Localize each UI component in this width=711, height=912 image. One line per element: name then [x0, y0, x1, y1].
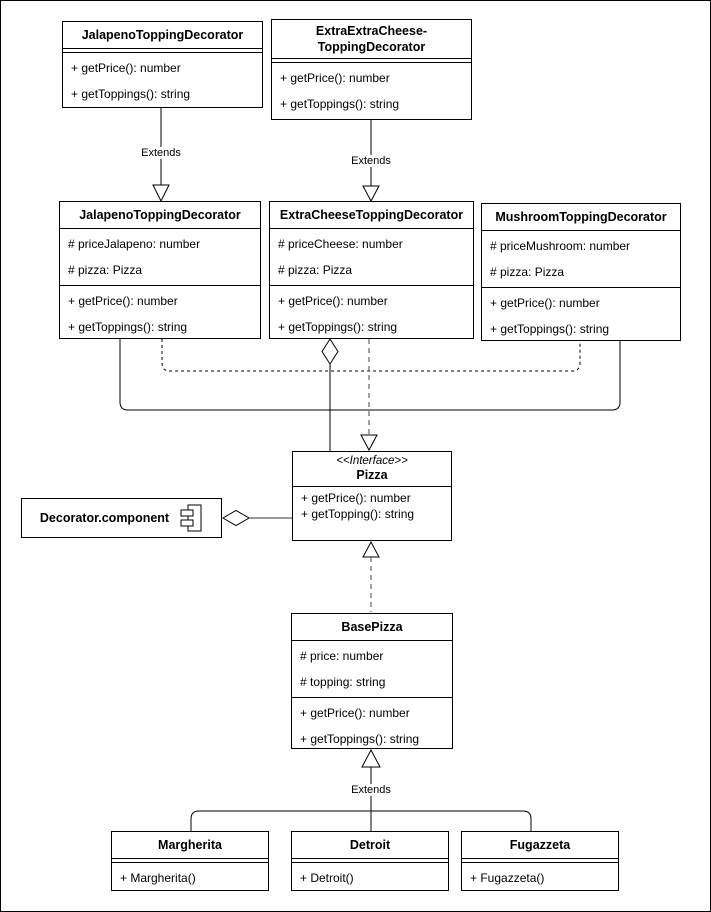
method: + getPrice(): number	[300, 706, 410, 720]
component-decorator-component: Decorator.component	[21, 498, 222, 538]
method: + getPrice(): number	[278, 294, 388, 308]
empty-attributes-separator	[462, 859, 618, 863]
interface-title: <<Interface>> Pizza	[293, 452, 451, 487]
method: + getPrice(): number	[301, 491, 411, 505]
method: + getToppings(): string	[490, 322, 610, 336]
class-title: BasePizza	[292, 614, 452, 641]
class-title-line1: ExtraExtraCheese-	[315, 24, 428, 38]
methods-compartment: + getPrice(): number + getToppings(): st…	[272, 63, 471, 119]
method: + Margherita()	[120, 871, 196, 885]
methods-compartment: + getPrice(): number + getToppings(): st…	[482, 288, 680, 344]
class-title: Detroit	[292, 832, 448, 859]
method: + getPrice(): number	[71, 61, 181, 75]
class-mushroom-topping-decorator: MushroomToppingDecorator # priceMushroom…	[481, 203, 681, 341]
uml-component-icon	[180, 504, 202, 532]
class-title: Margherita	[112, 832, 268, 859]
inheritance-triangle-left	[152, 184, 170, 203]
method: + getToppings(): string	[278, 320, 398, 334]
empty-attributes-separator	[292, 859, 448, 863]
methods-compartment: + Detroit()	[292, 863, 448, 893]
class-title: ExtraExtraCheese- ToppingDecorator	[272, 20, 471, 59]
methods-compartment: + getPrice(): number + getToppings(): st…	[292, 698, 452, 754]
attribute: # pizza: Pizza	[278, 263, 353, 277]
aggregation-bus-solid	[119, 339, 621, 411]
empty-attributes-separator	[112, 859, 268, 863]
method: + Fugazzeta()	[470, 871, 545, 885]
interface-stereotype: <<Interface>>	[336, 455, 408, 467]
attribute: # price: number	[300, 649, 384, 663]
empty-attributes-separator	[63, 49, 262, 53]
class-extra-extra-cheese-topping-decorator: ExtraExtraCheese- ToppingDecorator + get…	[271, 19, 472, 120]
method: + getPrice(): number	[68, 294, 178, 308]
extends-label-left: Extends	[138, 147, 184, 159]
method: + getToppings(): string	[71, 87, 191, 101]
attribute: # pizza: Pizza	[68, 263, 143, 277]
interface-pizza: <<Interface>> Pizza + getPrice(): number…	[292, 451, 452, 541]
class-jalapeno-topping-decorator-top: JalapenoToppingDecorator + getPrice(): n…	[62, 21, 263, 108]
extends-label-bottom: Extends	[348, 784, 394, 796]
empty-attributes-separator	[272, 59, 471, 63]
method: + Detroit()	[300, 871, 354, 885]
extends-branch-bus	[190, 810, 532, 831]
extends-label-mid: Extends	[348, 155, 394, 167]
component-label: Decorator.component	[39, 511, 170, 525]
attribute: # priceMushroom: number	[490, 239, 631, 253]
class-title: ExtraCheeseToppingDecorator	[270, 202, 473, 229]
method: + getToppings(): string	[280, 97, 400, 111]
methods-compartment: + getPrice(): number + getToppings(): st…	[270, 286, 473, 342]
class-detroit: Detroit + Detroit()	[291, 831, 449, 891]
realization-triangle-pizza-top	[360, 434, 378, 452]
class-title: Fugazzeta	[462, 832, 618, 859]
methods-compartment: + getPrice(): number + getToppings(): st…	[60, 286, 260, 342]
class-title: MushroomToppingDecorator	[482, 204, 680, 231]
attribute: # priceCheese: number	[278, 237, 403, 251]
inheritance-triangle-mid	[362, 185, 380, 203]
aggregation-diamond	[321, 338, 339, 365]
methods-compartment: + Fugazzeta()	[462, 863, 618, 893]
class-margherita: Margherita + Margherita()	[111, 831, 269, 891]
class-title: JalapenoToppingDecorator	[60, 202, 260, 229]
attribute: # topping: string	[300, 675, 386, 689]
attribute: # priceJalapeno: number	[68, 237, 201, 251]
method: + getTopping(): string	[301, 506, 415, 521]
method: + getToppings(): string	[300, 732, 420, 746]
class-extra-cheese-topping-decorator: ExtraCheeseToppingDecorator # priceChees…	[269, 201, 474, 339]
attributes-compartment: # priceJalapeno: number # pizza: Pizza	[60, 229, 260, 286]
class-jalapeno-topping-decorator: JalapenoToppingDecorator # priceJalapeno…	[59, 201, 261, 339]
method: + getToppings(): string	[68, 320, 188, 334]
attribute: # pizza: Pizza	[490, 265, 565, 279]
method: + getPrice(): number	[280, 71, 390, 85]
attributes-compartment: # priceCheese: number # pizza: Pizza	[270, 229, 473, 286]
attributes-compartment: # price: number # topping: string	[292, 641, 452, 698]
attributes-compartment: # priceMushroom: number # pizza: Pizza	[482, 231, 680, 288]
realization-triangle-pizza-bottom	[362, 540, 380, 558]
methods-compartment: + getPrice(): number + getTopping(): str…	[293, 487, 451, 526]
class-base-pizza: BasePizza # price: number # topping: str…	[291, 613, 453, 749]
methods-compartment: + Margherita()	[112, 863, 268, 893]
methods-compartment: + getPrice(): number + getToppings(): st…	[63, 53, 262, 109]
method: + getPrice(): number	[490, 296, 600, 310]
class-fugazzeta: Fugazzeta + Fugazzeta()	[461, 831, 619, 891]
class-title-line2: ToppingDecorator	[317, 40, 426, 54]
interface-name: Pizza	[356, 468, 388, 482]
component-aggregation-diamond	[221, 509, 251, 527]
class-title: JalapenoToppingDecorator	[63, 22, 262, 49]
